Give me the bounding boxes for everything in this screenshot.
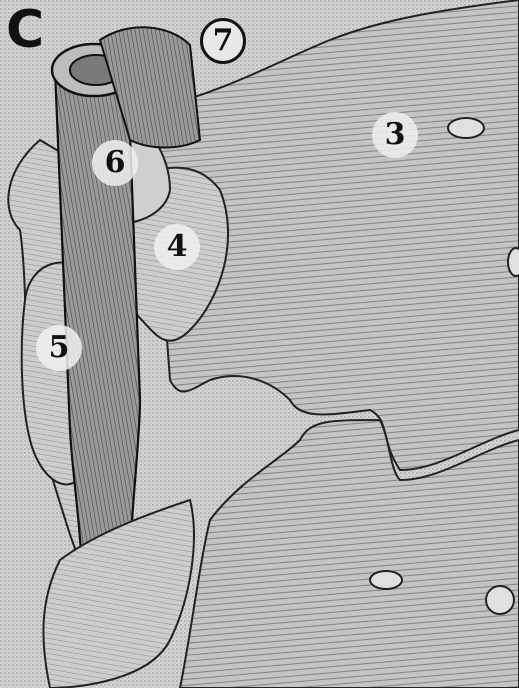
tissue-hole-2 <box>370 571 402 589</box>
callout-4: 4 <box>154 224 200 270</box>
tissue-hole-3 <box>486 586 514 614</box>
tissue-hole-1 <box>448 118 484 138</box>
callout-7: 7 <box>200 18 246 64</box>
callout-3: 3 <box>372 112 418 158</box>
callout-6: 6 <box>92 140 138 186</box>
panel-label: C <box>6 4 42 56</box>
callout-5: 5 <box>36 325 82 371</box>
tissue-hole-4 <box>508 248 519 276</box>
